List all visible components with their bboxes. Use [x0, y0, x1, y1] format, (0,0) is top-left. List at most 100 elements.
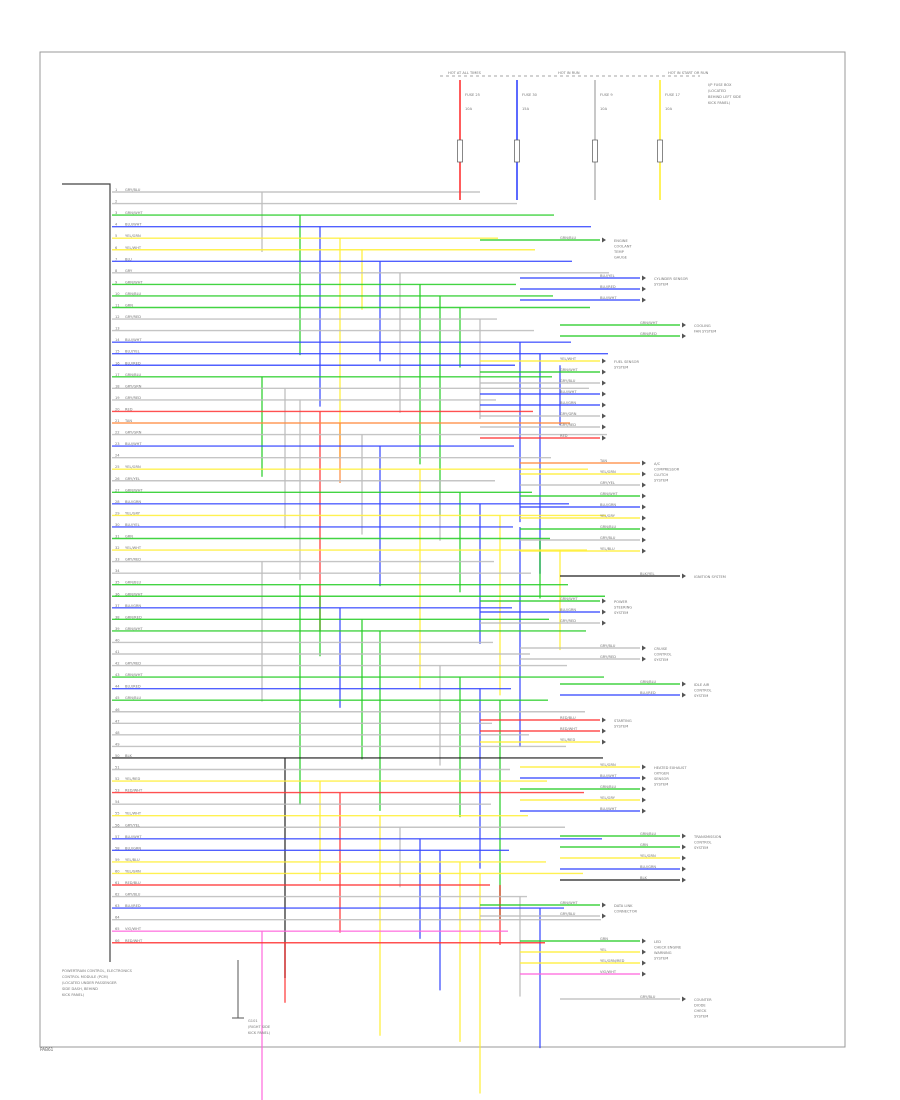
connector-arrow — [642, 971, 646, 977]
destination-title: CONNECTOR — [614, 910, 638, 914]
destination-title: COUNTER — [694, 998, 712, 1002]
pin-wire-label: GRY/BLU — [125, 893, 141, 897]
destination-wire-label: GRY/BLU — [600, 536, 616, 540]
fuse-amp: 10A — [665, 107, 673, 111]
destination-title: SYSTEM — [614, 611, 628, 615]
pin-number: 15 — [115, 350, 120, 354]
destination-wire-label: GRN/RED — [640, 332, 657, 336]
pin-wire-label: YEL/WHT — [125, 246, 142, 250]
pin-number: 2 — [115, 200, 117, 204]
destination-title: SYSTEM — [694, 1015, 708, 1019]
pin-number: 36 — [115, 592, 120, 596]
destination-title: OXYGEN — [654, 772, 669, 776]
connector-arrow — [602, 609, 606, 615]
pin-wire-label: GRY/BLU — [125, 188, 141, 192]
destination-wire-label: BLU/WHT — [560, 390, 577, 394]
destination-wire-label: GRN/BLU — [600, 785, 616, 789]
pin-wire-label: GRY/RED — [125, 396, 141, 400]
connector-arrow — [682, 866, 686, 872]
pin-number: 53 — [115, 789, 120, 793]
pin-number: 58 — [115, 846, 120, 850]
connector-arrow — [642, 526, 646, 532]
destination-wire-label: TAN — [599, 459, 607, 463]
destination-title: SYSTEM — [654, 479, 668, 483]
pin-wire-label: YEL/BLU — [125, 858, 140, 862]
destination-wire-label: BLU/WHT — [600, 296, 617, 300]
pin-number: 48 — [115, 731, 120, 735]
pin-number: 61 — [115, 881, 120, 885]
connector-arrow — [642, 286, 646, 292]
connector-arrow — [602, 913, 606, 919]
pin-number: 18 — [115, 384, 120, 388]
destination-title: A/C — [654, 462, 661, 466]
destination-title: SYSTEM — [654, 957, 668, 961]
pin-number: 40 — [115, 638, 120, 642]
destination-wire-label: GRN/BLU — [640, 680, 656, 684]
pin-wire-label: BLU/RED — [125, 904, 141, 908]
connector-arrow — [682, 333, 686, 339]
fuse-symbol — [592, 139, 598, 163]
pin-wire-label: GRN/BLU — [125, 292, 141, 296]
destination-wire-label: GRY/BLU — [600, 644, 616, 648]
destination-wire-label: GRN/BLU — [560, 236, 576, 240]
pin-number: 34 — [115, 569, 120, 573]
pin-number: 65 — [115, 927, 120, 931]
pin-number: 8 — [115, 269, 118, 273]
connector-arrow — [642, 471, 646, 477]
pin-number: 5 — [115, 234, 117, 238]
destination-wire-label: YEL/GRN — [600, 470, 616, 474]
pin-wire-label: GRN/WHT — [125, 627, 143, 631]
pin-number: 41 — [115, 650, 120, 654]
fuse-note: BEHIND LEFT SIDE — [708, 95, 742, 99]
destination-title: TRANSMISSION — [693, 835, 722, 839]
destination-wire-label: GRY/RED — [600, 655, 616, 659]
pin-wire-label: YEL/WHT — [125, 812, 142, 816]
pin-wire-label: YEL/WHT — [125, 546, 142, 550]
connector-arrow — [642, 504, 646, 510]
destination-wire-label: GRY/RED — [560, 423, 576, 427]
connector-arrow — [682, 996, 686, 1002]
fuse-bus-label: HOT IN RUN — [558, 71, 580, 75]
connector-arrow — [642, 548, 646, 554]
destination-wire-label: BLU/RED — [640, 691, 656, 695]
destination-wire-label: YEL/GRN/RED — [600, 959, 625, 963]
ground-label: G101 — [248, 1019, 258, 1023]
pin-number: 42 — [115, 662, 120, 666]
destination-wire-label: BLU/RED — [600, 285, 616, 289]
pin-number: 29 — [115, 511, 120, 515]
pin-wire-label: GRN/BLU — [125, 581, 141, 585]
pin-wire-label: YEL/GRN — [125, 234, 141, 238]
pin-number: 3 — [115, 211, 117, 215]
fuse-title: FUSE 17 — [665, 93, 680, 97]
destination-title: SENSOR — [654, 777, 669, 781]
destination-title: CHECK ENGINE — [654, 946, 682, 950]
connector-arrow — [602, 391, 606, 397]
destination-title: IDLE AIR — [694, 683, 710, 687]
pin-wire-label: GRN/BLU — [125, 696, 141, 700]
pin-number: 9 — [115, 280, 118, 284]
destination-title: DATA LINK — [614, 904, 633, 908]
destination-wire-label: RED/WHT — [560, 727, 578, 731]
connector-arrow — [602, 598, 606, 604]
pin-wire-label: GRY — [125, 269, 133, 273]
pin-number: 24 — [115, 454, 120, 458]
pin-wire-label: BLU/WHT — [125, 442, 142, 446]
destination-wire-label: YEL/GRY — [600, 796, 616, 800]
connector-arrow — [602, 739, 606, 745]
connector-arrow — [642, 645, 646, 651]
connector-arrow — [682, 681, 686, 687]
fuse-symbol — [657, 139, 663, 163]
pin-number: 51 — [115, 766, 120, 770]
fuse-note: KICK PANEL) — [708, 101, 731, 105]
destination-title: SYSTEM — [694, 694, 708, 698]
pin-number: 38 — [115, 615, 120, 619]
pin-wire-label: BLU/WHT — [125, 223, 142, 227]
fuse-title: FUSE 9 — [600, 93, 613, 97]
destination-wire-label: GRY/GRN — [560, 412, 577, 416]
pin-number: 4 — [115, 223, 118, 227]
connector-arrow — [602, 435, 606, 441]
pin-number: 11 — [115, 304, 120, 308]
destination-wire-label: BLU/GRN — [560, 401, 576, 405]
connector-arrow — [602, 424, 606, 430]
